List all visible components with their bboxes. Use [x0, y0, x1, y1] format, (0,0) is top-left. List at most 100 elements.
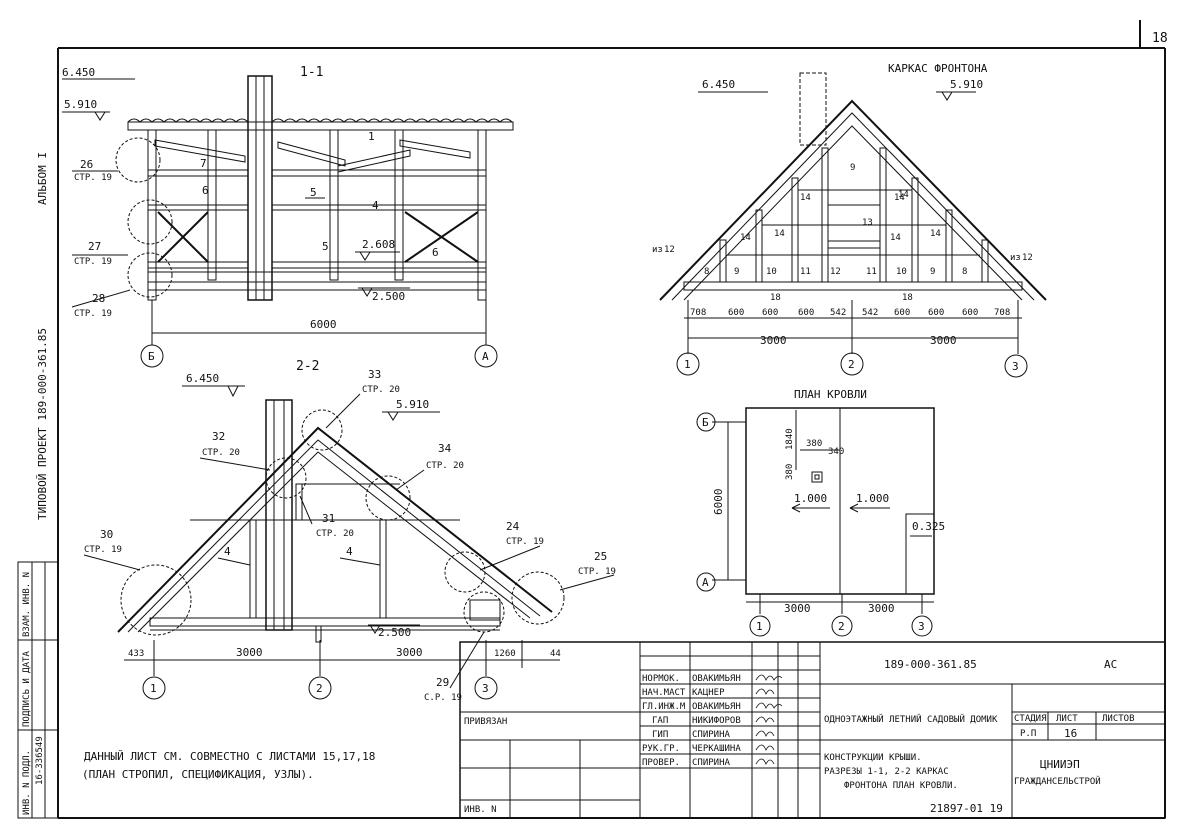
- tb-role-0: НОРМОК.: [642, 674, 680, 684]
- tb-object: ОДНОЭТАЖНЫЙ ЛЕТНИЙ САДОВЫЙ ДОМИК: [824, 713, 998, 725]
- tb-content-1: КОНСТРУКЦИИ КРЫШИ.: [824, 753, 922, 763]
- gable-part-10r: 10: [896, 267, 907, 277]
- tb-name-4: СПИРИНА: [692, 730, 731, 740]
- s11-callout-26-ref: СТР. 19: [74, 173, 112, 183]
- tb-sheets-header: ЛИСТОВ: [1102, 714, 1135, 724]
- gable-part-12: 12: [830, 267, 841, 277]
- s11-callout-28-ref: СТР. 19: [74, 309, 112, 319]
- s22-callout-32-ref: СТР. 20: [202, 448, 240, 458]
- gable-side-right-prefix: из: [1010, 253, 1021, 263]
- s11-part-5b: 5: [322, 240, 329, 253]
- tb-name-1: КАЦНЕР: [692, 688, 725, 698]
- tb-name-2: ОВАКИМЬЯН: [692, 702, 741, 712]
- s22-dim-433: 433: [128, 649, 144, 659]
- roof-axis-left-bottom: А: [702, 576, 709, 589]
- tb-role-4: ГИП: [652, 730, 668, 740]
- s22-callout-29-ref: С.Р. 19: [424, 693, 462, 703]
- s22-callout-25-ref: СТР. 19: [578, 567, 616, 577]
- tb-role-6: ПРОВЕР.: [642, 758, 680, 768]
- gable-frame: КАРКАС ФРОНТОНА 6.450 5.910: [652, 62, 1047, 378]
- stamp-replace-inv: ВЗАМ. ИНВ. N: [22, 572, 32, 637]
- gable-axis-3: 3: [1012, 360, 1019, 373]
- roof-plan: ПЛАН КРОВЛИ Б А 6000 1840 380 380 340 1.…: [696, 388, 945, 637]
- gable-part-14e: 14: [898, 190, 909, 200]
- s11-part-5a: 5: [310, 186, 317, 199]
- s22-callout-30-ref: СТР. 19: [84, 545, 122, 555]
- gable-side-right: 12: [1022, 253, 1033, 263]
- roof-span-left: 3000: [784, 602, 811, 615]
- signatures: [755, 674, 783, 765]
- note-line-1: ДАННЫЙ ЛИСТ СМ. СОВМЕСТНО С ЛИСТАМИ 15,1…: [84, 750, 375, 763]
- gable-part-10l: 10: [766, 267, 777, 277]
- stamp-sign-date: ПОДПИСЬ И ДАТА: [22, 651, 32, 727]
- roof-dim-380b: 380: [785, 464, 795, 480]
- s11-elev-top: 6.450: [62, 66, 95, 79]
- stamp-inv-orig: ИНВ. N ПОДЛ.: [22, 750, 32, 815]
- tb-org-2: ГРАЖДАНСЕЛЬСТРОЙ: [1014, 775, 1101, 787]
- gable-dim-9: 708: [994, 308, 1010, 318]
- s22-part-4a: 4: [224, 545, 231, 558]
- s22-callout-25: 25: [594, 550, 607, 563]
- gable-part-14b: 14: [774, 229, 785, 239]
- s22-span-right: 3000: [396, 646, 423, 659]
- gable-part-18l: 18: [770, 293, 781, 303]
- tb-stage-header: СТАДИЯ: [1014, 714, 1047, 724]
- section-1-1-title: 1-1: [300, 65, 323, 80]
- s22-callout-34-ref: СТР. 20: [426, 461, 464, 471]
- s22-callout-24-ref: СТР. 19: [506, 537, 544, 547]
- s22-callout-24: 24: [506, 520, 520, 533]
- roof-dim-1840: 1840: [785, 428, 795, 450]
- gable-dim-0: 708: [690, 308, 706, 318]
- s22-span-left: 3000: [236, 646, 263, 659]
- gable-axis-1: 1: [684, 358, 691, 371]
- tb-role-1: НАЧ.МАСТ: [642, 688, 686, 698]
- side-stamp: ИНВ. N ПОДЛ. ПОДПИСЬ И ДАТА ВЗАМ. ИНВ. N…: [17, 561, 59, 819]
- gable-dim-8: 600: [962, 308, 978, 318]
- gable-part-14a: 14: [800, 193, 811, 203]
- gable-title: КАРКАС ФРОНТОНА: [888, 62, 988, 75]
- s11-axis-left: Б: [148, 350, 155, 363]
- gable-dim-3: 600: [798, 308, 814, 318]
- tb-sheet-header: ЛИСТ: [1056, 714, 1078, 724]
- tb-inv: ИНВ. N: [464, 805, 497, 815]
- s22-callout-31-ref: СТР. 20: [316, 529, 354, 539]
- tb-name-5: ЧЕРКАШИНА: [692, 744, 741, 754]
- tb-org-1: ЦНИИЭП: [1040, 758, 1080, 771]
- gable-dim-2: 600: [762, 308, 778, 318]
- tb-name-6: СПИРИНА: [692, 758, 731, 768]
- section-2-2-title: 2-2: [296, 359, 319, 374]
- roof-axis-3: 3: [918, 620, 925, 633]
- title-block: 189-000-361.85 АС ПРИВЯЗАН ИНВ. N НОРМОК…: [459, 641, 1166, 819]
- sheet-number: 18: [1152, 31, 1168, 46]
- roof-span-right: 3000: [868, 602, 895, 615]
- s11-callout-28: 28: [92, 292, 105, 305]
- gable-part-14f: 14: [890, 233, 901, 243]
- roof-axis-left-top: Б: [702, 416, 709, 429]
- s22-elev-top: 6.450: [186, 372, 219, 385]
- gable-axis-2: 2: [848, 358, 855, 371]
- album-label: АЛЬБОМ I: [36, 152, 49, 205]
- s11-callout-27-ref: СТР. 19: [74, 257, 112, 267]
- roof-height: 6000: [712, 489, 725, 516]
- s22-callout-33-ref: СТР. 20: [362, 385, 400, 395]
- tb-content-2: РАЗРЕЗЫ 1-1, 2-2 КАРКАС: [824, 767, 949, 777]
- gable-part-9l: 9: [734, 267, 739, 277]
- s11-part-7: 7: [200, 157, 207, 170]
- roof-dim-380: 380: [806, 439, 822, 449]
- roof-slope-porch: 0.325: [912, 520, 945, 533]
- s22-elev-floor: 2.500: [378, 626, 411, 639]
- gable-span-left: 3000: [760, 334, 787, 347]
- roof-slope-right: 1.000: [856, 492, 889, 505]
- s22-callout-33: 33: [368, 368, 381, 381]
- gable-side-left: 12: [664, 245, 675, 255]
- roof-plan-title: ПЛАН КРОВЛИ: [794, 388, 867, 401]
- gable-part-14g: 14: [930, 229, 941, 239]
- s11-elev-mid: 2.608: [362, 238, 395, 251]
- gable-part-14c: 14: [740, 233, 751, 243]
- tb-sheet: 16: [1064, 727, 1077, 740]
- s11-callout-26: 26: [80, 158, 93, 171]
- gable-studs: [719, 147, 989, 283]
- s11-part-6a: 6: [202, 184, 209, 197]
